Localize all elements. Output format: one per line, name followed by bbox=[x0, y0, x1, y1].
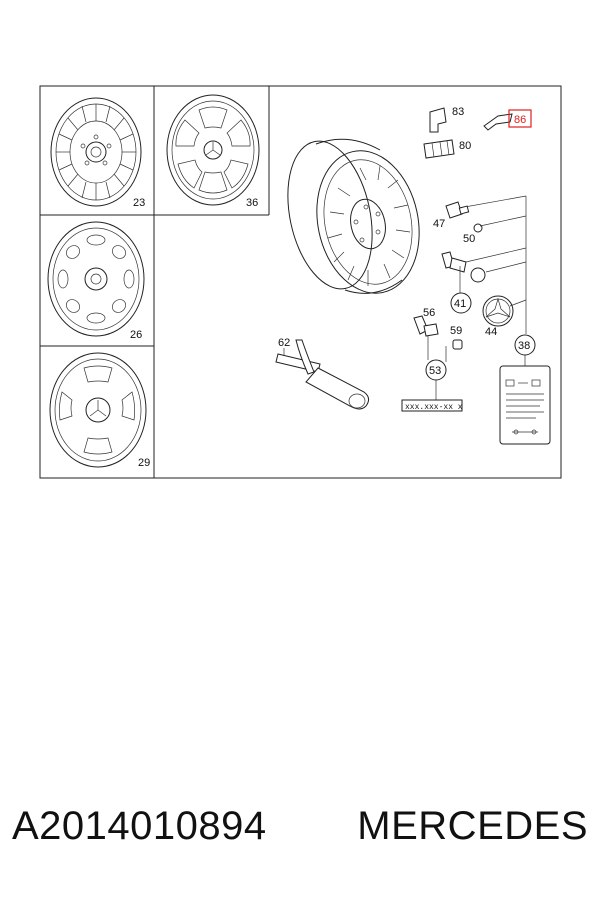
wheel-29[interactable] bbox=[49, 352, 147, 468]
part-62-repair-kit[interactable] bbox=[275, 339, 370, 410]
callout-59[interactable]: 59 bbox=[450, 325, 462, 337]
part-44-emblem[interactable] bbox=[482, 295, 527, 327]
callout-86[interactable]: 86 bbox=[514, 114, 526, 126]
part-50-cap[interactable] bbox=[473, 215, 527, 233]
part-56-valve[interactable] bbox=[413, 315, 439, 360]
callout-36[interactable]: 36 bbox=[246, 197, 258, 209]
part-83-weight[interactable] bbox=[429, 107, 447, 133]
part-38-tire-label[interactable] bbox=[499, 365, 551, 445]
part-41-valve-stem[interactable] bbox=[441, 247, 527, 294]
brand-caption: MERCEDES bbox=[357, 804, 588, 848]
callout-41-circle bbox=[450, 292, 472, 314]
part-86-clip[interactable] bbox=[483, 113, 513, 131]
part-number-box bbox=[401, 399, 463, 412]
callout-29[interactable]: 29 bbox=[138, 457, 150, 469]
callout-47[interactable]: 47 bbox=[433, 218, 445, 230]
wheel-36[interactable] bbox=[166, 94, 260, 206]
callout-26[interactable]: 26 bbox=[130, 329, 142, 341]
callout-56[interactable]: 56 bbox=[423, 307, 435, 319]
callout-62[interactable]: 62 bbox=[278, 337, 290, 349]
part-59-cap[interactable] bbox=[445, 339, 463, 362]
callout-86-highlight bbox=[508, 109, 532, 128]
part-80-weight[interactable] bbox=[423, 139, 455, 159]
part-number-box-text: xxx.xxx-xx x bbox=[405, 403, 463, 412]
callout-50[interactable]: 50 bbox=[463, 233, 475, 245]
wheel-26[interactable] bbox=[47, 221, 145, 337]
callout-83[interactable]: 83 bbox=[452, 106, 464, 118]
part-47-valve[interactable] bbox=[445, 195, 527, 219]
callout-38[interactable]: 38 bbox=[518, 340, 530, 352]
part-number-caption: A2014010894 bbox=[12, 804, 267, 848]
callout-80[interactable]: 80 bbox=[459, 140, 471, 152]
callout-44[interactable]: 44 bbox=[485, 326, 497, 338]
callout-53[interactable]: 53 bbox=[429, 365, 441, 377]
callout-23[interactable]: 23 bbox=[133, 197, 145, 209]
rim-main[interactable] bbox=[275, 133, 432, 302]
diagram-frame bbox=[39, 85, 562, 479]
callout-41[interactable]: 41 bbox=[454, 298, 466, 310]
wheel-23[interactable] bbox=[50, 97, 142, 207]
caption-bar: A2014010894 MERCEDES bbox=[12, 804, 588, 849]
